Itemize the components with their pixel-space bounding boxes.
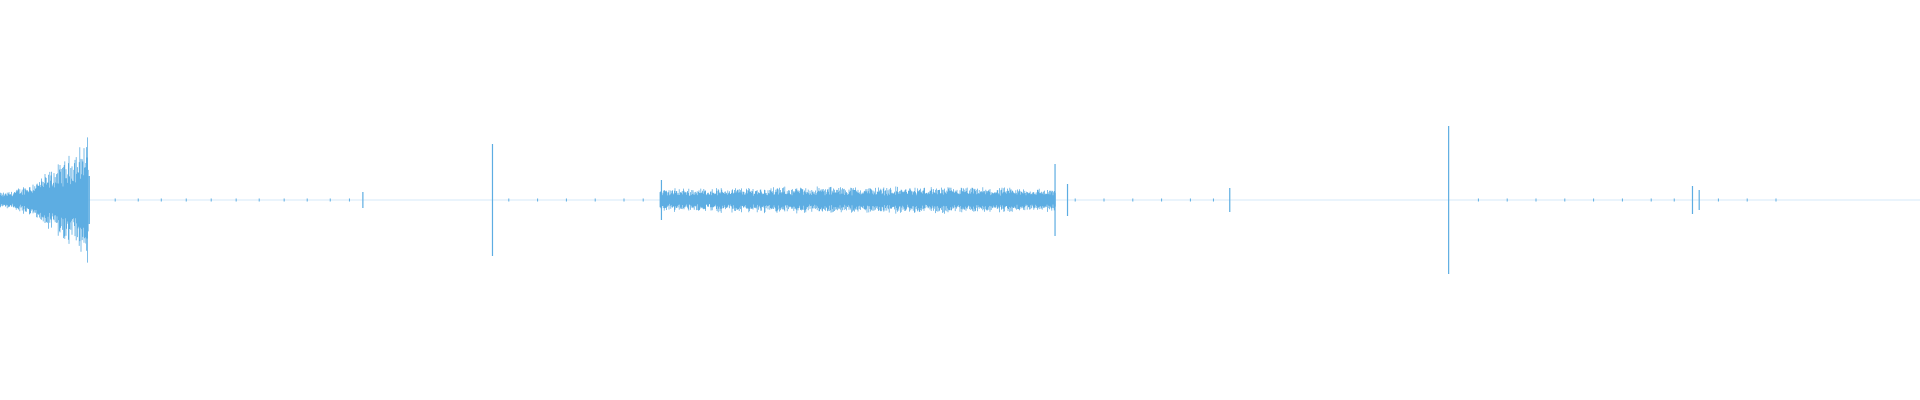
waveform-segment [659,186,1056,214]
waveform-segment-path [0,137,89,263]
waveform-segment-path [659,186,1056,214]
waveform-segment [0,137,89,263]
